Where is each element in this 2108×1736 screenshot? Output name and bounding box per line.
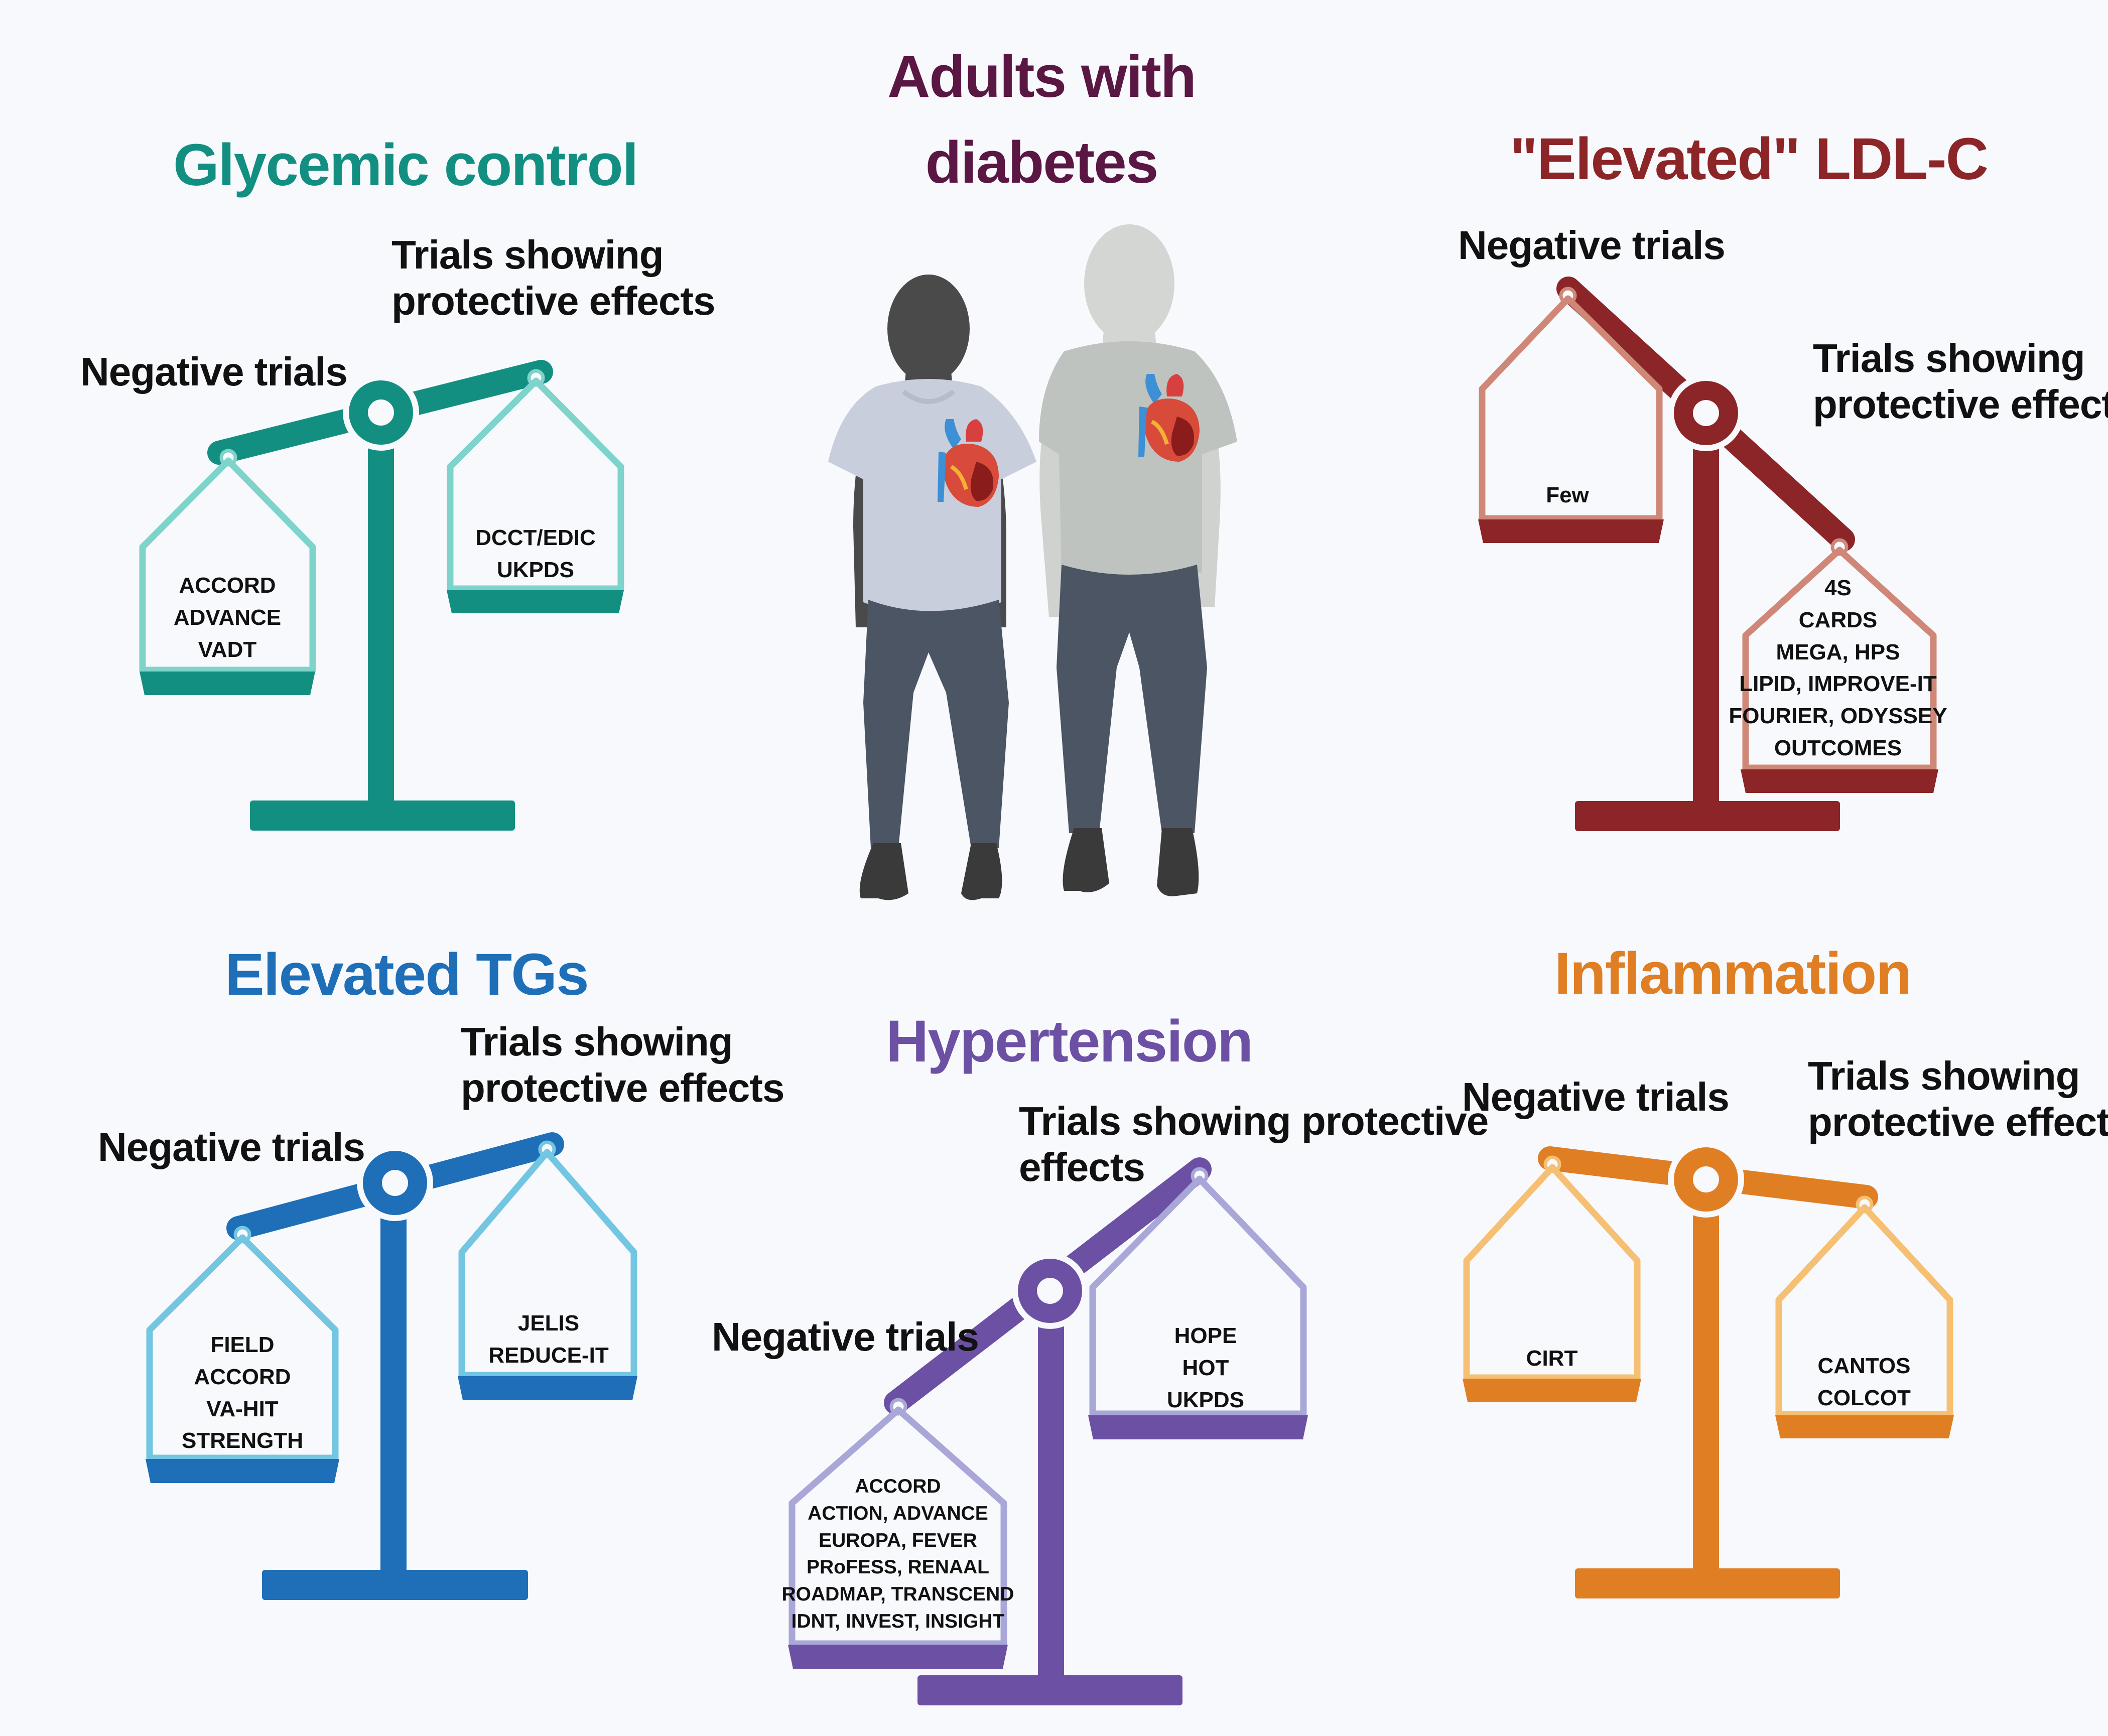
tgs-negative-trials: FIELD ACCORD VA-HIT STRENGTH — [182, 1332, 303, 1453]
glycemic-negative-trials: ACCORD ADVANCE VADT — [173, 573, 282, 662]
tgs-title: Elevated TGs — [225, 942, 589, 1008]
pan-negative — [1463, 1155, 1641, 1402]
scale-inflammation — [1463, 1141, 1954, 1598]
scale-post — [1693, 417, 1719, 813]
heart-icon — [1138, 374, 1200, 462]
scale-base — [1575, 1568, 1840, 1598]
glycemic-protective-trials: DCCT/EDIC UKPDS — [475, 525, 596, 582]
pan-protective — [458, 1140, 637, 1400]
pan-protective — [447, 369, 624, 613]
scale-glycemic-control — [139, 360, 624, 831]
main-title-line2: diabetes — [925, 129, 1159, 196]
scale-post — [1693, 1184, 1719, 1581]
inflammation-title: Inflammation — [1554, 941, 1912, 1007]
adults-illustration — [828, 224, 1237, 900]
ldl-protective-label: Trials showing protective effects — [1813, 336, 2108, 427]
hypertension-negative-trials: ACCORD ACTION, ADVANCE EUROPA, FEVER PRo… — [781, 1476, 1014, 1633]
hypertension-negative-label: Negative trials — [712, 1314, 979, 1359]
scale-ldl-c — [1478, 277, 1938, 831]
scale-post — [368, 414, 394, 811]
pan-protective — [1088, 1167, 1308, 1439]
ldl-title: "Elevated" LDL-C — [1510, 126, 1989, 192]
hypertension-title: Hypertension — [886, 1008, 1253, 1075]
pan-negative — [146, 1226, 339, 1483]
inflammation-protective-label: Trials showing protective effects — [1808, 1053, 2108, 1144]
person-left — [828, 275, 1036, 900]
pan-negative — [139, 449, 316, 695]
pan-negative — [788, 1398, 1008, 1669]
inflammation-negative-label: Negative trials — [1462, 1075, 1730, 1119]
tgs-protective-trials: JELIS REDUCE-IT — [488, 1311, 609, 1368]
glycemic-negative-label: Negative trials — [80, 349, 348, 394]
glycemic-title: Glycemic control — [173, 132, 638, 198]
ldl-negative-label: Negative trials — [1458, 223, 1726, 268]
inflammation-protective-trials: CANTOS COLCOT — [1817, 1354, 1911, 1410]
hypertension-protective-trials: HOPE HOT UKPDS — [1166, 1323, 1245, 1412]
person-right — [1039, 224, 1237, 896]
scale-hypertension — [788, 1157, 1308, 1705]
pan-negative — [1478, 287, 1664, 543]
scale-base — [262, 1570, 528, 1600]
tgs-protective-label: Trials showing protective effects — [461, 1019, 784, 1110]
scale-base — [1575, 801, 1840, 831]
scale-elevated-tgs — [146, 1132, 637, 1600]
main-title: Adults with diabetes — [803, 34, 1280, 206]
pan-protective — [1741, 538, 1938, 793]
tgs-negative-label: Negative trials — [98, 1125, 365, 1169]
pan-protective — [1775, 1195, 1954, 1438]
ldl-protective-trials: 4S CARDS MEGA, HPS LIPID, IMPROVE-IT FOU… — [1729, 576, 1947, 760]
main-title-line1: Adults with — [887, 44, 1197, 110]
hypertension-protective-label: Trials showing protective effects — [1019, 1099, 1489, 1189]
ldl-negative-trials: Few — [1546, 483, 1589, 507]
glycemic-protective-label: Trials showing protective effects — [391, 232, 715, 323]
scale-base — [917, 1675, 1182, 1705]
scale-post — [380, 1184, 407, 1581]
heart-icon — [938, 419, 999, 507]
inflammation-negative-trials: CIRT — [1526, 1346, 1578, 1371]
scale-base — [250, 800, 515, 831]
scale-post — [1038, 1295, 1064, 1686]
